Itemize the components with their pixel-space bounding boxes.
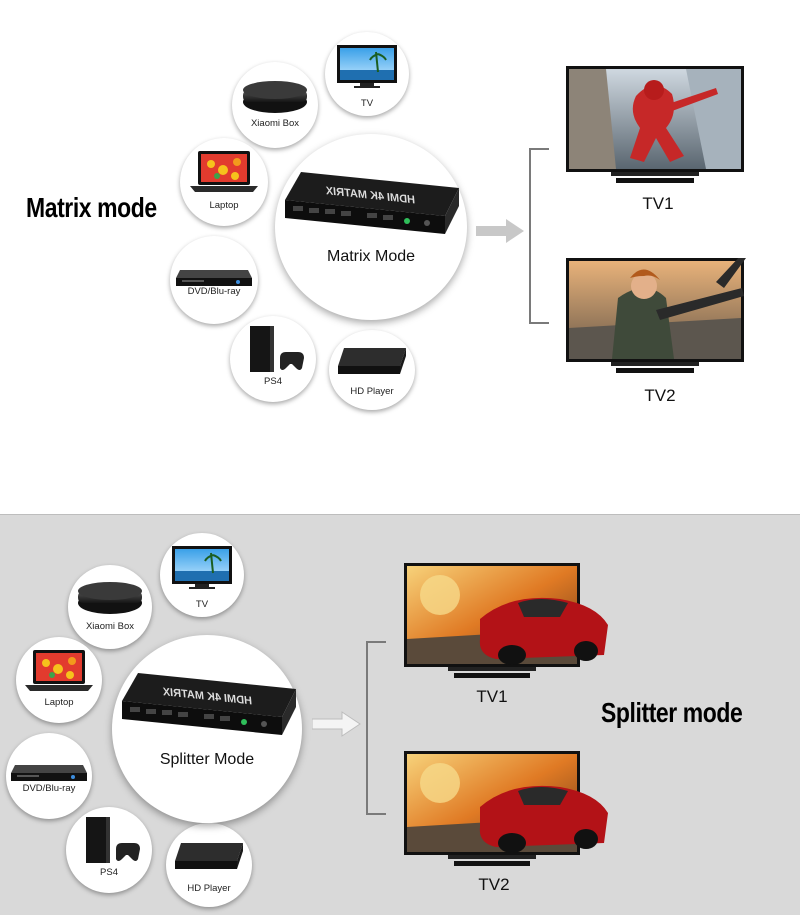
output-tv-2-label: TV2 — [478, 875, 510, 894]
source-tv: TV — [325, 32, 409, 116]
matrix-center-bubble: HDMI 4K MATRIX Matrix Mode — [275, 134, 467, 320]
splitter-center-bubble: HDMI 4K MATRIX Splitter Mode — [112, 635, 302, 823]
source-label: PS4 — [100, 867, 118, 878]
source-laptop: Laptop — [180, 138, 268, 226]
source-dvd: DVD/Blu-ray — [6, 733, 92, 819]
source-hd-player: HD Player — [329, 330, 415, 410]
output-tv-2-icon — [404, 751, 608, 866]
source-ps4: PS4 — [230, 316, 316, 402]
dvd-player-icon — [176, 270, 252, 286]
source-label: TV — [195, 599, 209, 610]
output-bracket — [366, 641, 386, 815]
game-console-icon — [86, 817, 140, 863]
media-player-icon — [175, 843, 243, 869]
splitter-mode-panel: Splitter mode Xiaomi Box TV Laptop DVD/B… — [0, 514, 800, 915]
output-tv-1-label: TV1 — [476, 687, 508, 706]
source-xiaomi-box: Xiaomi Box — [68, 565, 152, 649]
matrix-mode-title: Matrix mode — [26, 192, 157, 223]
output-tv-1-label: TV1 — [642, 194, 674, 213]
source-ps4: PS4 — [66, 807, 152, 893]
tv-icon — [172, 546, 232, 589]
dvd-player-icon — [11, 765, 87, 781]
hdmi-matrix-device-icon: HDMI 4K MATRIX — [285, 172, 459, 234]
source-xiaomi-box: Xiaomi Box — [232, 62, 318, 148]
output-tv-2-icon — [566, 258, 746, 373]
source-hd-player: HD Player — [166, 823, 252, 907]
laptop-icon — [190, 151, 258, 192]
center-mode-label: Splitter Mode — [159, 751, 255, 768]
source-tv: TV — [160, 533, 244, 617]
splitter-mode-title: Splitter mode — [601, 697, 743, 728]
arrow-right-icon — [476, 219, 524, 243]
output-tv-1-icon — [566, 66, 744, 183]
game-console-icon — [250, 326, 304, 372]
matrix-mode-panel: Matrix mode Xiaomi Box TV Laptop DVD/Blu… — [26, 32, 746, 410]
laptop-icon — [25, 650, 93, 691]
source-label: DVD/Blu-ray — [187, 286, 241, 297]
output-bracket — [529, 148, 549, 324]
hdmi-matrix-device-icon: HDMI 4K MATRIX — [122, 673, 296, 735]
source-label: Xiaomi Box — [85, 621, 135, 632]
source-label: HD Player — [350, 386, 394, 397]
center-mode-label: Matrix Mode — [326, 248, 416, 265]
arrow-right-icon — [312, 711, 361, 737]
media-player-icon — [338, 348, 406, 374]
output-tv-2-label: TV2 — [644, 386, 676, 405]
source-label: Laptop — [44, 697, 74, 708]
source-label: Xiaomi Box — [250, 118, 300, 129]
output-tv-1-icon — [404, 563, 608, 678]
source-label: Laptop — [209, 200, 239, 211]
tv-box-icon — [243, 81, 307, 113]
source-label: HD Player — [187, 883, 231, 894]
source-laptop: Laptop — [16, 637, 102, 723]
source-dvd: DVD/Blu-ray — [170, 236, 258, 324]
source-label: TV — [360, 98, 374, 109]
source-label: DVD/Blu-ray — [22, 783, 76, 794]
tv-icon — [337, 45, 397, 88]
tv-box-icon — [78, 582, 142, 614]
source-label: PS4 — [264, 376, 282, 387]
